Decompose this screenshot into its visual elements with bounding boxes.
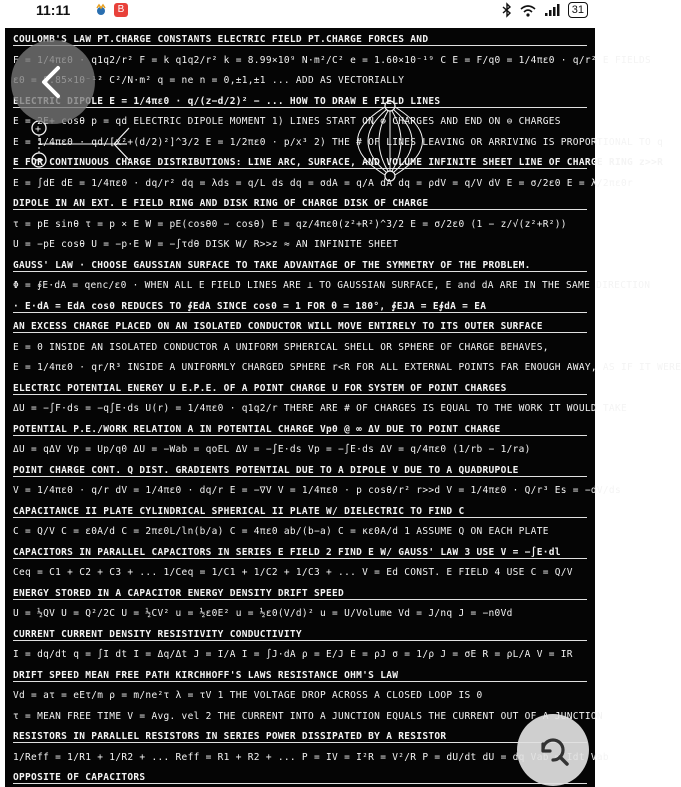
wifi-icon [520, 4, 536, 17]
formula-row: τ = MEAN FREE TIME V = Avg. vel 2 THE CU… [13, 710, 603, 722]
status-time: 11:11 [36, 2, 71, 18]
formula-row: I = dq/dt q = ∫I dt I = Δq/Δt J = I/A I … [13, 649, 573, 660]
formula-row: E = 2E+ cosθ p = qd ELECTRIC DIPOLE MOME… [13, 116, 561, 127]
dipole-diagram: + [31, 120, 130, 168]
formula-row: 1/Reff = 1/R1 + 1/R2 + ... Reff = R1 + R… [13, 751, 609, 763]
formula-row: CURRENT CURRENT DENSITY RESISTIVITY COND… [13, 629, 587, 641]
notification-cat-icon [96, 3, 106, 15]
svg-text:+: + [35, 124, 41, 135]
formula-row: COULOMB'S LAW PT.CHARGE CONSTANTS ELECTR… [13, 34, 587, 46]
formula-row: F = 1/4πε0 · q1q2/r² F = k q1q2/r² k = 8… [13, 54, 652, 66]
formula-row: POTENTIAL P.E./WORK RELATION A IN POTENT… [13, 424, 587, 436]
physics-formula-sheet[interactable]: COULOMB'S LAW PT.CHARGE CONSTANTS ELECTR… [5, 28, 681, 787]
back-button[interactable] [11, 40, 95, 124]
formula-row: CAPACITANCE II PLATE CYLINDRICAL SPHERIC… [13, 506, 587, 518]
formula-row: POINT CHARGE CONT. Q DIST. GRADIENTS POT… [13, 465, 587, 477]
formula-row: V = 1/4πε0 · q/r dV = 1/4πε0 · dq/r E = … [13, 485, 621, 496]
zoom-search-button[interactable] [517, 714, 589, 786]
formula-row: OPPOSITE OF CAPACITORS [13, 772, 587, 784]
zoom-search-icon [541, 738, 569, 766]
status-right-icons: 31 [502, 2, 588, 18]
formula-row: ΔU = qΔV Vp = Up/q0 ΔU = −Wab = qoEL ΔV … [13, 444, 531, 455]
battery-icon: 31 [567, 2, 588, 18]
notification-app-icon: B [114, 3, 128, 17]
formula-row: E = ∫dE dE = 1/4πε0 · dq/r² dq = λds = q… [13, 177, 634, 189]
formula-row: CAPACITORS IN PARALLEL CAPACITORS IN SER… [13, 547, 587, 559]
formula-row: Vd = aτ = eEτ/m ρ = m/ne²τ λ = τV 1 THE … [13, 690, 483, 701]
signal-icon [544, 3, 560, 16]
battery-level: 31 [571, 4, 584, 16]
formula-row: U = −pE cosθ U = −p·E W = −∫τdθ DISK W/ … [13, 239, 399, 250]
formula-row: DRIFT SPEED MEAN FREE PATH KIRCHHOFF'S L… [13, 670, 587, 682]
formula-row: ΔU = −∫F·ds = −q∫E·ds U(r) = 1/4πε0 · q1… [13, 403, 627, 414]
formula-row: U = ½QV U = Q²/2C U = ½CV² u = ½ε0E² u =… [13, 608, 513, 619]
formula-row: ε0 = 8.85×10⁻¹² C²/N·m² q = ne n = 0,±1,… [13, 75, 405, 86]
formula-row: Φ = ∮E·dA = qenc/ε0 · WHEN ALL E FIELD L… [13, 280, 651, 291]
formula-row: Ceq = C1 + C2 + C3 + ... 1/Ceq = 1/C1 + … [13, 567, 573, 578]
formula-row: τ = pE sinθ τ = p × E W = pE(cosθ0 − cos… [13, 218, 567, 230]
formula-row: DIPOLE IN AN EXT. E FIELD RING AND DISK … [13, 198, 587, 210]
formula-row: GAUSS' LAW · CHOOSE GAUSSIAN SURFACE TO … [13, 260, 587, 272]
formula-row: · E·dA = EdA cos0 REDUCES TO ∮EdA SINCE … [13, 301, 587, 313]
formula-row: E = 1/4πε0 · qd/[x²+(d/2)²]^3/2 E = 1/2π… [13, 136, 664, 148]
bluetooth-icon [502, 2, 511, 18]
field-lines-diagram [357, 100, 423, 182]
formula-row: C = Q/V C = ε0A/d C = 2πε0L/ln(b/a) C = … [13, 526, 549, 537]
formula-row: ELECTRIC DIPOLE E = 1/4πε0 · q/(z−d/2)² … [13, 96, 587, 108]
formula-row: E = 1/4πε0 · qr/R³ INSIDE A UNIFORMLY CH… [13, 362, 681, 373]
image-viewer[interactable]: COULOMB'S LAW PT.CHARGE CONSTANTS ELECTR… [5, 28, 681, 787]
formula-row: E = 0 INSIDE AN ISOLATED CONDUCTOR A UNI… [13, 341, 549, 353]
formula-row: E FOR CONTINUOUS CHARGE DISTRIBUTIONS: L… [13, 157, 664, 169]
status-left-icons: B [94, 3, 128, 17]
formula-row: ELECTRIC POTENTIAL ENERGY U E.P.E. OF A … [13, 383, 587, 395]
formula-row: ENERGY STORED IN A CAPACITOR ENERGY DENS… [13, 588, 587, 600]
formula-row: AN EXCESS CHARGE PLACED ON AN ISOLATED C… [13, 321, 587, 333]
status-bar: 11:11 B 31 [0, 0, 600, 22]
formula-row: RESISTORS IN PARALLEL RESISTORS IN SERIE… [13, 731, 587, 743]
chevron-left-icon [42, 66, 60, 98]
